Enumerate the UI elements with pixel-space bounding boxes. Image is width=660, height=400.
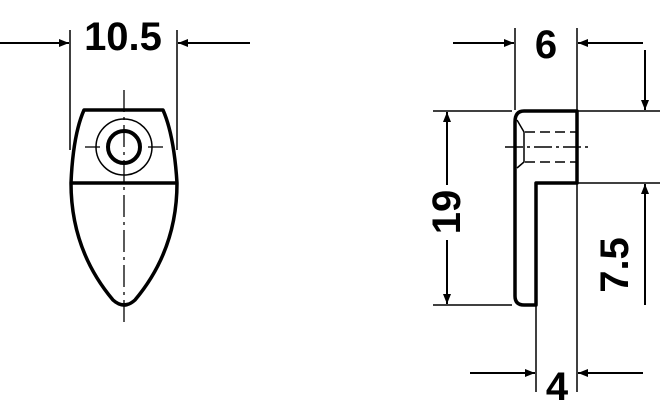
side-height-label: 19 — [425, 190, 469, 235]
front-center-lines — [85, 90, 163, 325]
width-dimension-front — [0, 30, 250, 150]
side-hidden-hole — [505, 119, 588, 169]
front-view: 10.5 — [0, 15, 250, 325]
front-width-label: 10.5 — [84, 15, 162, 59]
side-step-label: 7.5 — [593, 237, 637, 293]
side-thickness-label: 4 — [546, 365, 569, 400]
side-body-outline — [513, 109, 579, 307]
front-body-outline — [69, 108, 179, 307]
side-dimensions — [433, 28, 660, 392]
side-width-label: 6 — [535, 23, 557, 67]
side-view: 6 19 7.5 4 — [425, 23, 660, 400]
